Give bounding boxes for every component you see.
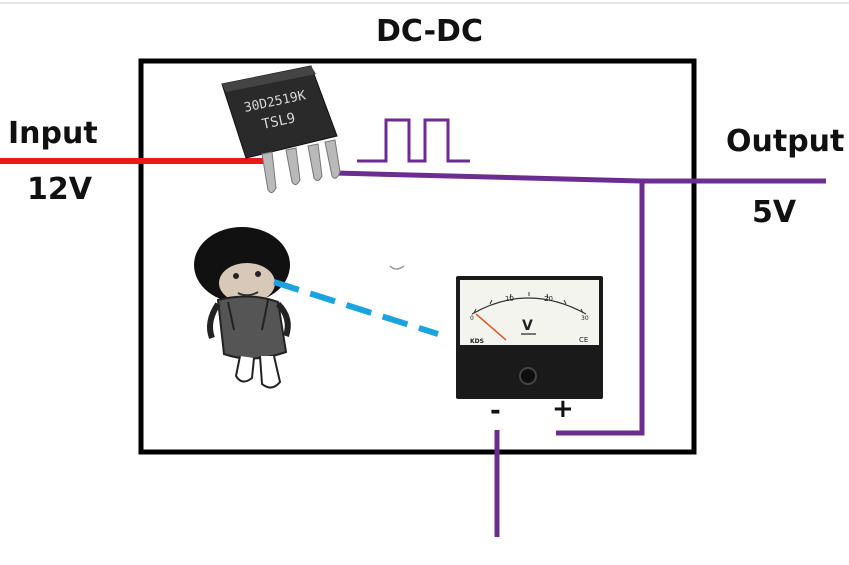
meter-positive-wire [556, 181, 645, 436]
chip-marking-line2: TSL9 [261, 110, 297, 133]
meter-needle [475, 313, 507, 341]
meter-scale-10: 10 [505, 295, 514, 303]
analog-voltmeter-icon: 0 10 20 30 V KDS CE [456, 276, 603, 399]
meter-negative-terminal-label: - [490, 396, 501, 426]
meter-adjust-screw [519, 367, 537, 385]
meter-scale-20: 20 [544, 295, 553, 303]
meme-character-icon [194, 227, 291, 389]
meter-ce-mark: CE [579, 336, 588, 344]
small-mark [389, 265, 405, 270]
converter-box [138, 58, 697, 455]
meter-brand: KDS [470, 338, 484, 345]
output-label: Output [726, 124, 845, 159]
diagram-title: DC-DC [376, 14, 483, 49]
meter-scale-0: 0 [470, 315, 474, 322]
output-wire [334, 170, 826, 184]
meter-scale-30: 30 [581, 315, 589, 322]
input-voltage: 12V [27, 172, 92, 207]
pwm-waveform [357, 118, 470, 163]
meter-positive-terminal-label: + [552, 394, 574, 424]
meter-unit: V [522, 318, 533, 334]
output-voltage: 5V [752, 195, 797, 230]
input-label: Input [8, 116, 98, 151]
mosfet-chip-icon: 30D2519K TSL9 [221, 65, 341, 194]
gaze-dashed-line [273, 279, 439, 337]
